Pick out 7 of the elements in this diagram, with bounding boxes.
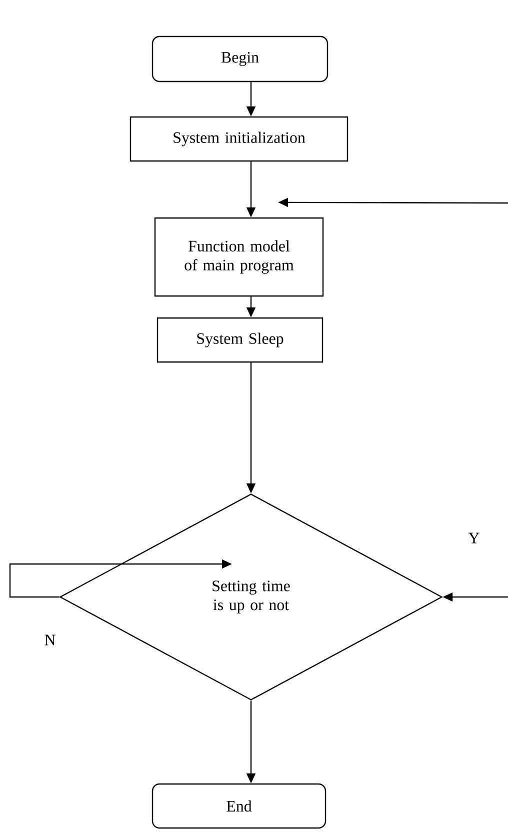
process-box: System initialization xyxy=(130,116,348,162)
edge-label: Y xyxy=(468,532,480,544)
terminal-box: Begin xyxy=(152,36,328,82)
edge-label: N xyxy=(44,634,56,646)
terminal-box: End xyxy=(152,783,326,829)
process-box: System Sleep xyxy=(156,317,324,363)
process-box: Function model of main program xyxy=(154,217,324,297)
